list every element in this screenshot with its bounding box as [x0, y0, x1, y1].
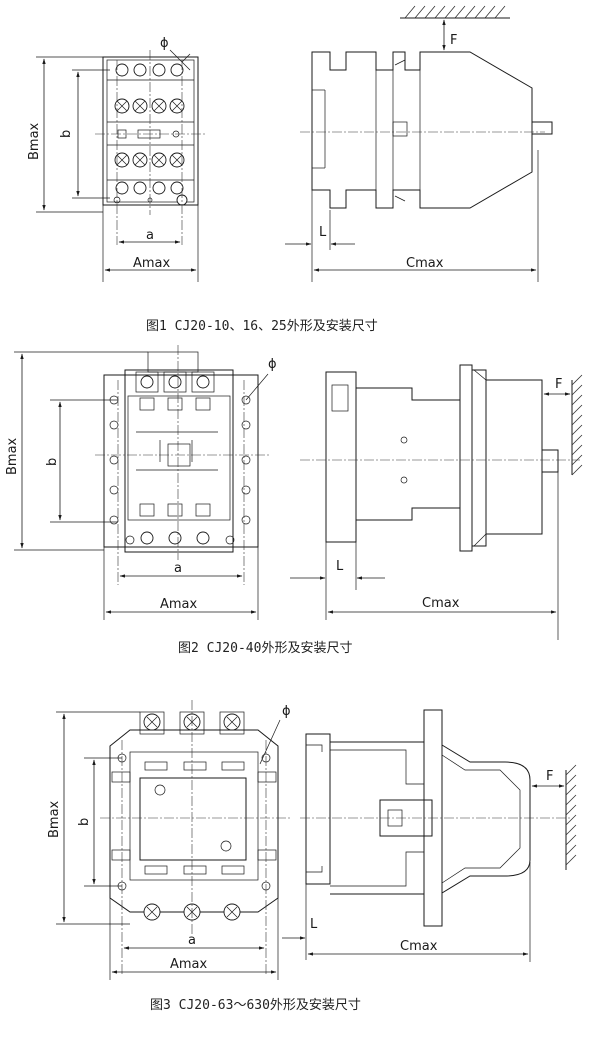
- fig2-label-b: b: [45, 458, 60, 466]
- fig1-label-cmax: Cmax: [406, 256, 444, 271]
- fig3-label-f: F: [546, 769, 553, 784]
- fig1-label-phi: ϕ: [160, 36, 169, 51]
- figure-2: ϕ b Bmax a Amax F: [5, 345, 583, 656]
- fig3-label-amax: Amax: [170, 957, 208, 972]
- fig3-bottom-terminals: [143, 865, 245, 921]
- fig1-label-amax: Amax: [133, 256, 171, 271]
- fig3-mount-holes: [111, 753, 277, 891]
- fig2-caption: 图2 CJ20-40外形及安装尺寸: [178, 641, 352, 656]
- fig1-side-view: F L Cmax: [285, 5, 553, 282]
- fig3-label-cmax: Cmax: [400, 939, 438, 954]
- fig1-label-l: L: [319, 225, 327, 240]
- fig1-label-bmax: Bmax: [27, 122, 42, 160]
- fig2-label-f: F: [555, 377, 562, 392]
- fig2-label-a: a: [174, 561, 182, 576]
- fig1-front-view: ϕ b Bmax a Amax: [27, 36, 205, 282]
- fig2-label-cmax: Cmax: [422, 596, 460, 611]
- fig1-top-terminals: [114, 63, 185, 114]
- figure-1: ϕ b Bmax a Amax: [27, 5, 553, 334]
- fig1-label-b: b: [59, 130, 74, 138]
- fig2-label-bmax: Bmax: [5, 437, 20, 475]
- fig3-front-view: ϕ b Bmax a Amax: [47, 700, 291, 980]
- fig3-label-phi: ϕ: [282, 704, 291, 719]
- fig2-top-terminals: [135, 371, 215, 411]
- fig3-label-b: b: [77, 818, 92, 826]
- fig3-top-terminals: [139, 711, 245, 771]
- fig1-label-a: a: [146, 228, 154, 243]
- fig3-label-a: a: [188, 933, 196, 948]
- fig1-caption: 图1 CJ20-10、16、25外形及安装尺寸: [146, 319, 378, 334]
- fig3-label-l: L: [310, 917, 318, 932]
- fig2-label-l: L: [336, 559, 344, 574]
- fig2-label-amax: Amax: [160, 597, 198, 612]
- fig2-front-view: ϕ b Bmax a Amax: [5, 345, 277, 620]
- figure-3: ϕ b Bmax a Amax F L Cmax: [47, 700, 577, 1013]
- fig1-label-f: F: [450, 33, 457, 48]
- fig2-bottom-terminals: [139, 503, 211, 545]
- fig3-caption: 图3 CJ20-63～630外形及安装尺寸: [150, 998, 361, 1013]
- fig3-label-bmax: Bmax: [47, 800, 62, 838]
- fig1-bottom-terminals: [114, 152, 185, 195]
- fig3-side-view: F L Cmax: [282, 709, 577, 962]
- fig2-label-phi: ϕ: [268, 357, 277, 372]
- fig2-side-view: F L Cmax: [290, 364, 583, 640]
